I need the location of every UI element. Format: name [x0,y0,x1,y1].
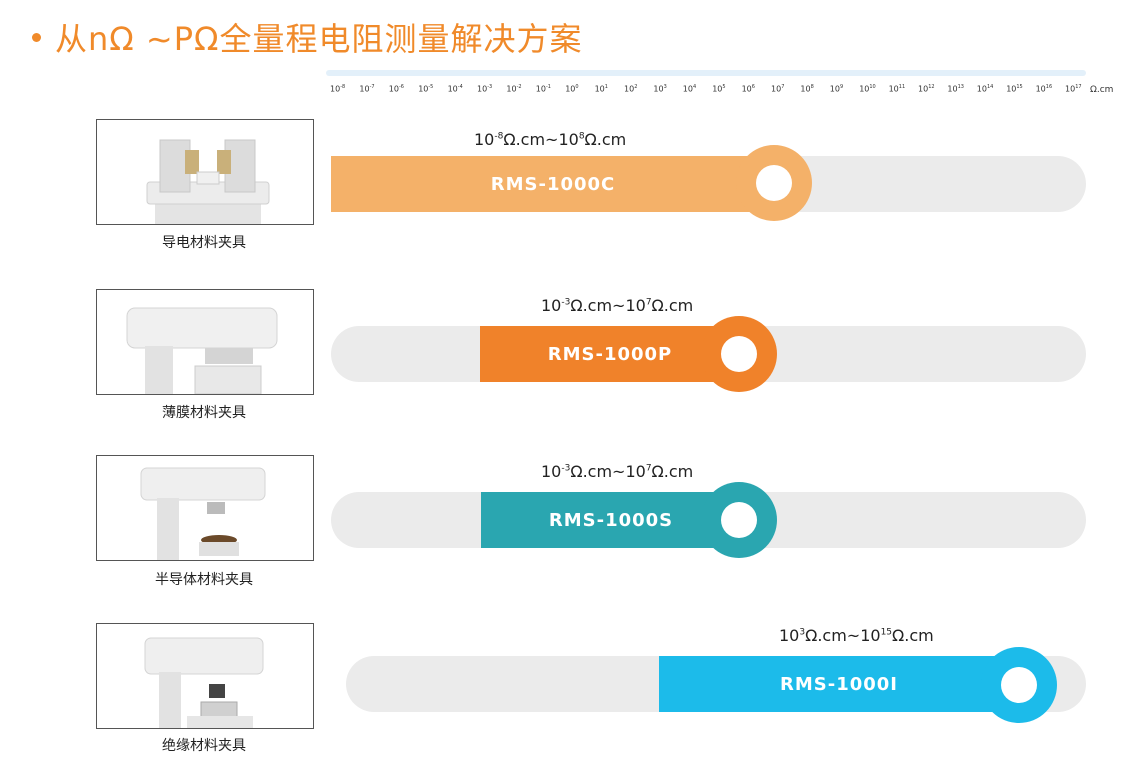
bullet-dot [32,32,41,42]
scale-tick-label: 1011 [888,84,906,94]
scale-tick-label: 101 [594,84,608,94]
scale-ticks: 10-8 10-7 10-6 10-5 10-4 10-3 10-2 10-1 100 101 10… [330,84,1120,98]
scale-tick-label: 109 [829,84,844,94]
scale-tick-label: 103 [653,84,667,94]
row-4-range-label: 103Ω.cm~1015Ω.cm [779,626,934,645]
row-3-model-bar: RMS-1000S [481,492,741,548]
row-4-range-marker [981,647,1057,723]
conductive-fixture-image [96,119,314,225]
row-2-range-marker [701,316,777,392]
scale-tick-label: 106 [741,84,755,94]
row-1-range-label: 10-8Ω.cm~108Ω.cm [474,130,627,149]
row-4-model-bar: RMS-1000I [659,656,1019,712]
row-2-model-label: RMS-1000P [547,343,673,365]
page-title-text: 从nΩ ~PΩ全量程电阻测量解决方案 [55,20,583,58]
scale-tick-label: 1017 [1065,84,1082,94]
scale-unit: Ω.cm [1090,85,1114,95]
scale-tick-label: 100 [565,84,579,94]
row-1-model-label: RMS-1000C [490,173,616,195]
scale-tick-label: 10-3 [477,84,493,94]
row-3-range-label: 10-3Ω.cm~107Ω.cm [541,462,694,481]
scale-tick-label: 10-8 [330,84,346,94]
scale-tick-label: 10-4 [447,84,463,94]
page-title: 从nΩ ~PΩ全量程电阻测量解决方案 [32,14,582,60]
insulation-fixture-image [96,623,314,729]
scale-tick-label: 10-5 [418,84,434,94]
scale-tick-label: 10-1 [535,84,551,94]
scale-tick-label: 104 [682,84,697,94]
scale-tick-label: 10-2 [506,84,522,94]
scale-tick-label: 1016 [1035,84,1053,94]
scale-tick-label: 1015 [1006,84,1023,94]
scale-tick-label: 108 [800,84,814,94]
scale-tick-label: 10-7 [359,84,375,94]
scale-tick-label: 107 [771,84,785,94]
scale-tick-label: 1014 [976,84,994,94]
scale-tick-label: 10-6 [388,84,404,94]
scale-tick-label: 1010 [859,84,876,94]
scale-tick-label: 105 [712,84,726,94]
row-1-model-bar: RMS-1000C [331,156,775,212]
row-3-caption: 半导体材料夹具 [155,572,253,588]
scale-tick-label: 102 [624,84,638,94]
scale-tick-label: 1013 [947,84,964,94]
scale-tick-label: 1012 [918,84,935,94]
film-fixture-image [96,289,314,395]
row-4-model-label: RMS-1000I [779,673,898,695]
row-4-caption: 绝缘材料夹具 [162,738,246,754]
semiconductor-fixture-image [96,455,314,561]
row-1-range-marker [736,145,812,221]
row-2-model-bar: RMS-1000P [480,326,740,382]
resistivity-scale-bar [326,70,1086,76]
row-2-range-label: 10-3Ω.cm~107Ω.cm [541,296,694,315]
row-2-caption: 薄膜材料夹具 [162,405,246,421]
row-1-caption: 导电材料夹具 [162,235,246,251]
row-3-model-label: RMS-1000S [548,509,674,531]
row-3-range-marker [701,482,777,558]
